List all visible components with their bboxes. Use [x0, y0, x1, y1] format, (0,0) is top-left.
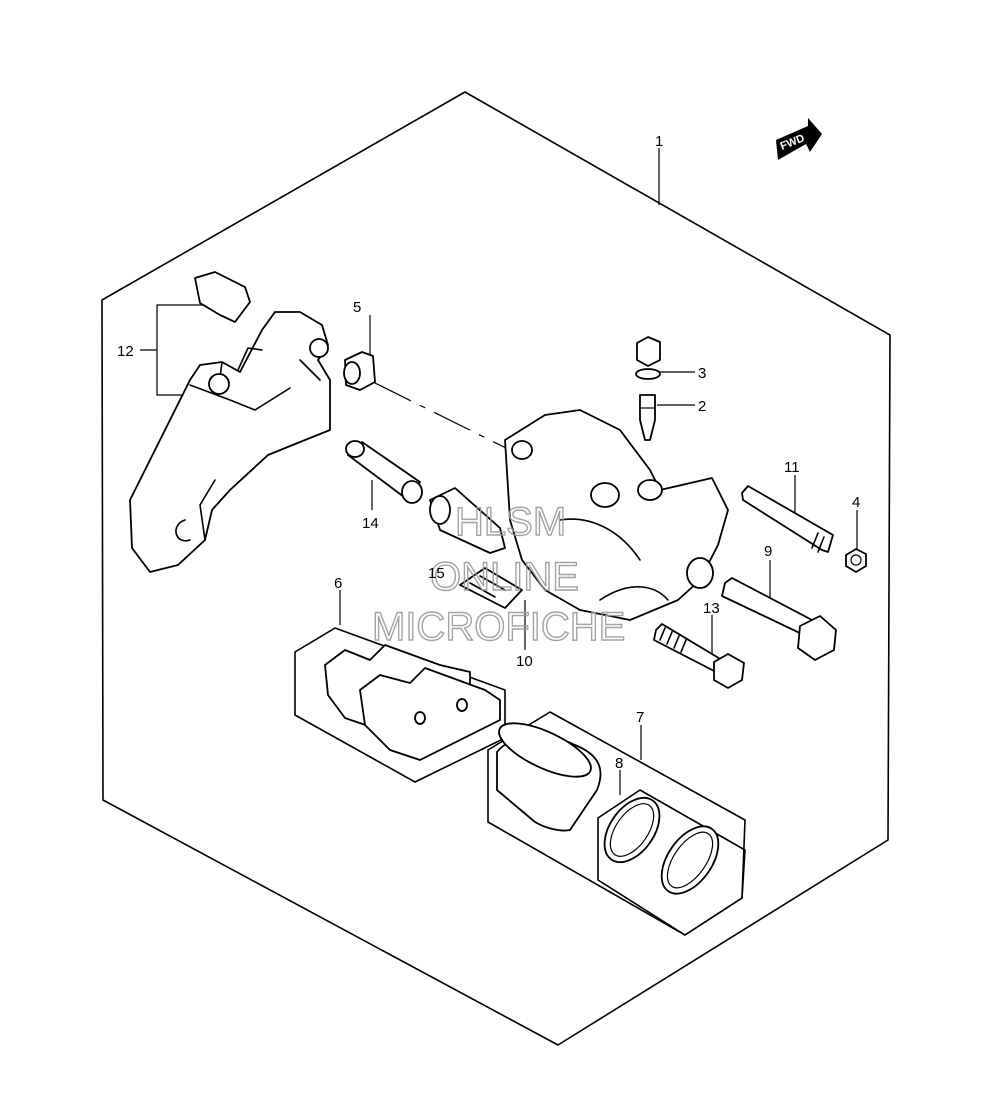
pin-sleeve-part — [345, 440, 423, 504]
callout-9: 9 — [764, 543, 772, 560]
callout-3: 3 — [698, 365, 706, 382]
callout-10: 10 — [516, 653, 533, 670]
piston-seal-set — [487, 711, 746, 936]
brake-pad-set — [294, 627, 506, 783]
bleeder-cap-part — [635, 336, 661, 380]
boot-part — [343, 351, 376, 391]
callout-14: 14 — [362, 515, 379, 532]
bolt-part-13 — [653, 623, 745, 689]
slide-pin-part — [741, 485, 834, 553]
boot-part-2 — [429, 487, 506, 554]
fwd-arrow-icon: FWD — [776, 118, 822, 160]
callouts: 1 2 3 4 5 6 7 8 9 10 11 12 13 14 15 — [117, 133, 860, 772]
watermark: HLSM ONLINE MICROFICHE — [371, 499, 626, 649]
callout-2: 2 — [698, 398, 706, 415]
callout-7: 7 — [636, 709, 644, 726]
callout-15: 15 — [428, 565, 445, 582]
caliper-bracket — [129, 271, 331, 573]
callout-1: 1 — [655, 133, 663, 150]
bolt-part-9 — [721, 577, 837, 661]
callout-13: 13 — [703, 600, 720, 617]
assembly-outline — [101, 91, 891, 1046]
caliper-body — [504, 409, 729, 621]
callout-5: 5 — [353, 299, 361, 316]
callout-11: 11 — [784, 459, 800, 476]
callout-12: 12 — [117, 343, 134, 360]
callout-6: 6 — [334, 575, 342, 592]
callout-8: 8 — [615, 755, 623, 772]
pad-spring-part — [459, 567, 523, 609]
bleeder-valve-part — [639, 394, 656, 441]
watermark-line-1: HLSM — [455, 500, 566, 544]
watermark-line-3: MICROFICHE — [372, 605, 625, 649]
callout-4: 4 — [852, 494, 860, 511]
watermark-line-2: ONLINE — [430, 555, 579, 599]
leader-lines — [140, 148, 858, 795]
nut-part — [845, 548, 867, 573]
